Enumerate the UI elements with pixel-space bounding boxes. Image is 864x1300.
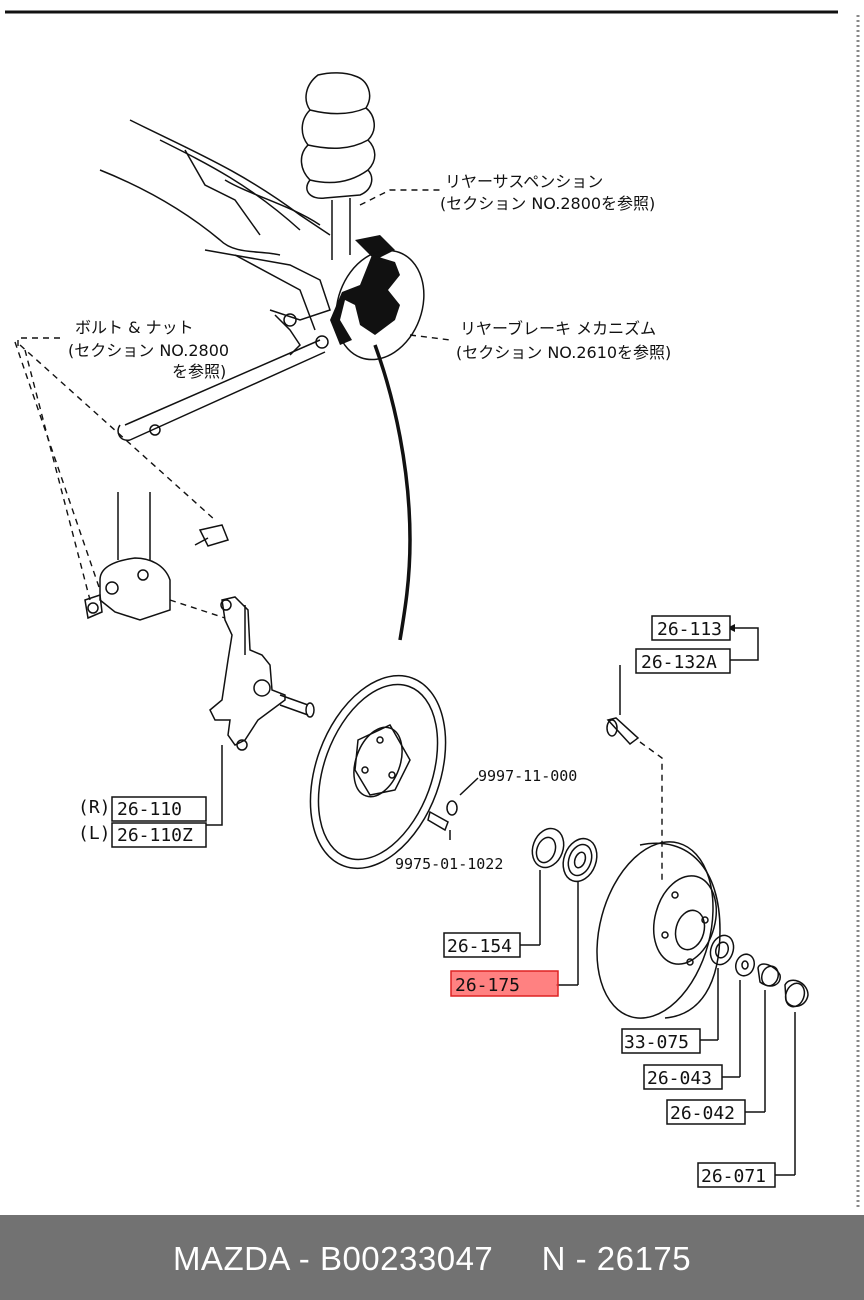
callout-bolt-nut-line3: を参照) <box>172 362 226 381</box>
callout-bolt-nut-line1: ボルト & ナット <box>75 318 194 337</box>
part-26-113-label: 26-113 <box>657 619 722 640</box>
part-9975-01-1022[interactable]: 9975-01-1022 <box>395 855 503 873</box>
brake-backing-plate <box>309 674 447 870</box>
part-26-042-label: 26-042 <box>670 1103 735 1124</box>
wheel-bolt <box>606 665 663 880</box>
part-26-154[interactable]: 26-154 <box>443 932 521 958</box>
part-9997-11-000[interactable]: 9997-11-000 <box>478 767 577 785</box>
part-26-071[interactable]: 26-071 <box>697 1162 776 1188</box>
part-26-113[interactable]: 26-113 <box>651 615 731 641</box>
part-26-071-label: 26-071 <box>701 1166 766 1187</box>
washer-bolt <box>427 777 479 840</box>
footer-bar: MAZDA - B00233047 N - 26175 <box>0 1215 864 1300</box>
footer-text: MAZDA - B00233047 N - 26175 <box>172 1240 692 1277</box>
part-26-175[interactable]: 26-175 <box>450 970 559 997</box>
part-26-110-label: 26-110 <box>117 799 182 820</box>
part-26-042[interactable]: 26-042 <box>666 1099 746 1125</box>
bolt-guide-lines <box>14 337 226 619</box>
part-33-075-label: 33-075 <box>624 1032 689 1053</box>
brake-backing-small <box>330 249 425 361</box>
callout-rear-suspension-line1: リヤーサスペンション <box>445 172 603 191</box>
leader-lines <box>205 189 795 1176</box>
part-26-132a-label: 26-132A <box>641 652 717 673</box>
r-side-label: (R) <box>78 797 111 818</box>
inner-bearing <box>562 837 598 985</box>
part-26-110[interactable]: 26-110 <box>111 796 207 822</box>
l-side-label: (L) <box>78 823 111 844</box>
part-26-110z-label: 26-110Z <box>117 825 193 846</box>
lower-bracket <box>84 492 230 621</box>
axle-beam <box>99 119 331 441</box>
part-33-075[interactable]: 33-075 <box>621 1028 701 1054</box>
part-26-132a[interactable]: 26-132A <box>635 648 731 674</box>
brake-drum <box>596 841 721 1019</box>
knuckle <box>209 596 315 751</box>
part-26-043-label: 26-043 <box>647 1068 712 1089</box>
oil-seal <box>531 827 565 945</box>
part-26-043[interactable]: 26-043 <box>643 1064 723 1090</box>
callout-rear-suspension-line2: (セクション NO.2800を参照) <box>440 194 655 213</box>
callout-bolt-nut-line2: (セクション NO.2800 <box>68 341 229 360</box>
callout-rear-brake-line2: (セクション NO.2610を参照) <box>456 343 671 362</box>
leader-line <box>373 344 412 641</box>
strut-assembly <box>300 72 395 260</box>
callout-rear-brake-line1: リヤーブレーキ メカニズム <box>460 319 656 338</box>
part-26-110z[interactable]: 26-110Z <box>111 822 207 848</box>
hub-small-parts <box>709 934 809 1175</box>
parts-diagram: リヤーサスペンション (セクション NO.2800を参照) ボルト & ナット … <box>5 10 860 1210</box>
part-26-175-label: 26-175 <box>455 975 520 996</box>
part-26-154-label: 26-154 <box>447 936 512 957</box>
